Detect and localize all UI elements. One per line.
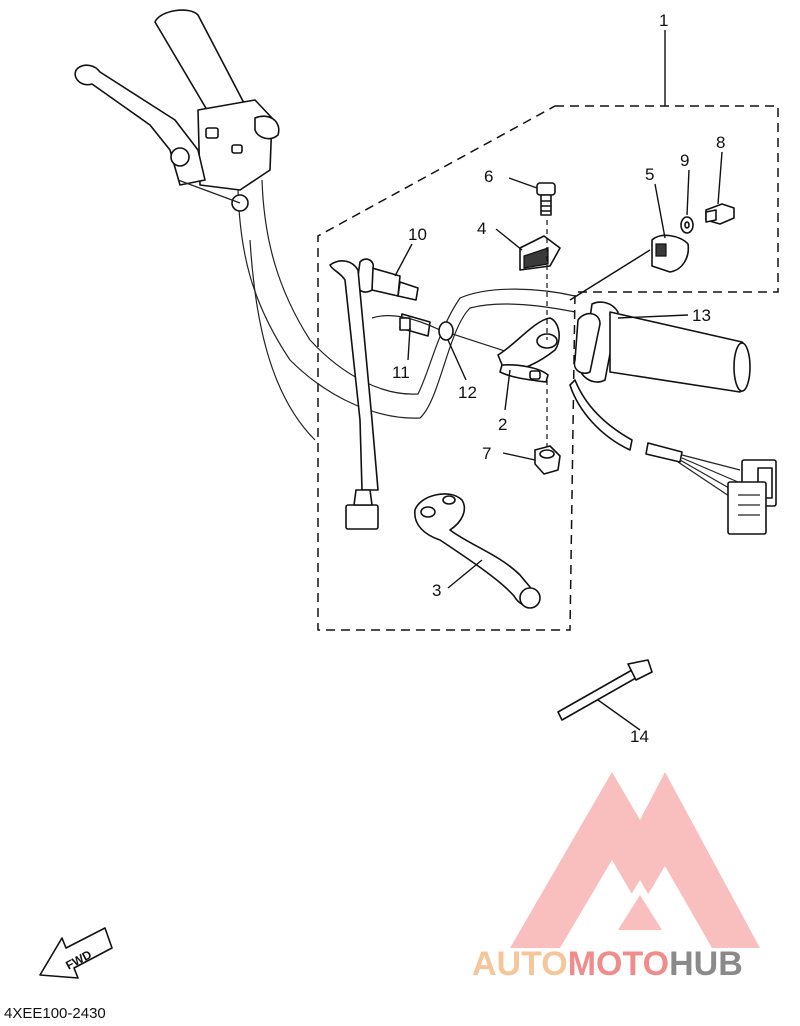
- callout-labels: 1 2 3 4 5 6 7 8 9 10 11 12 13 14: [392, 11, 725, 746]
- callout-14: 14: [630, 727, 649, 746]
- part-8-screw: [705, 203, 735, 225]
- part-6-bolt: [536, 182, 556, 216]
- part-3-clutch-lever: [414, 493, 541, 609]
- part-5-clamp: [651, 234, 690, 273]
- leader-lines: [394, 30, 723, 731]
- callout-13: 13: [692, 306, 711, 325]
- callout-9: 9: [680, 151, 689, 170]
- assembly-boundary: [317, 105, 779, 631]
- assembly-axis-diagonal: [569, 249, 651, 301]
- callout-8: 8: [716, 133, 725, 152]
- watermark-word-auto: AUTO: [472, 945, 568, 983]
- part-12-locknut: [438, 321, 454, 341]
- callout-4: 4: [477, 219, 486, 238]
- part-10-brake-switch: [329, 258, 419, 530]
- left-grip-assembly: [74, 9, 280, 212]
- watermark-word-hub: HUB: [669, 945, 743, 983]
- callout-11: 11: [392, 363, 410, 382]
- watermark-text: AUTOMOTOHUB: [472, 945, 743, 983]
- callout-5: 5: [645, 165, 654, 184]
- watermark-word-moto: MOTO: [568, 945, 669, 983]
- callout-1: 1: [659, 11, 668, 30]
- part-4-bracket: [519, 235, 561, 271]
- callout-3: 3: [432, 581, 441, 600]
- handlebar-outline: [237, 179, 576, 441]
- part-14-cable-tie: [557, 659, 653, 721]
- callout-7: 7: [482, 444, 491, 463]
- callout-2: 2: [498, 415, 507, 434]
- watermark-logo: [510, 772, 760, 948]
- part-9-washer: [680, 216, 694, 234]
- callout-10: 10: [408, 225, 427, 244]
- diagram-code: 4XEE100-2430: [4, 1005, 106, 1022]
- part-7-nut: [534, 445, 561, 475]
- part-13-switch-grip: [569, 301, 777, 535]
- callout-6: 6: [484, 167, 493, 186]
- part-2-lever-holder: [497, 317, 560, 383]
- fwd-arrow: FWD: [39, 927, 113, 979]
- callout-12: 12: [458, 383, 477, 402]
